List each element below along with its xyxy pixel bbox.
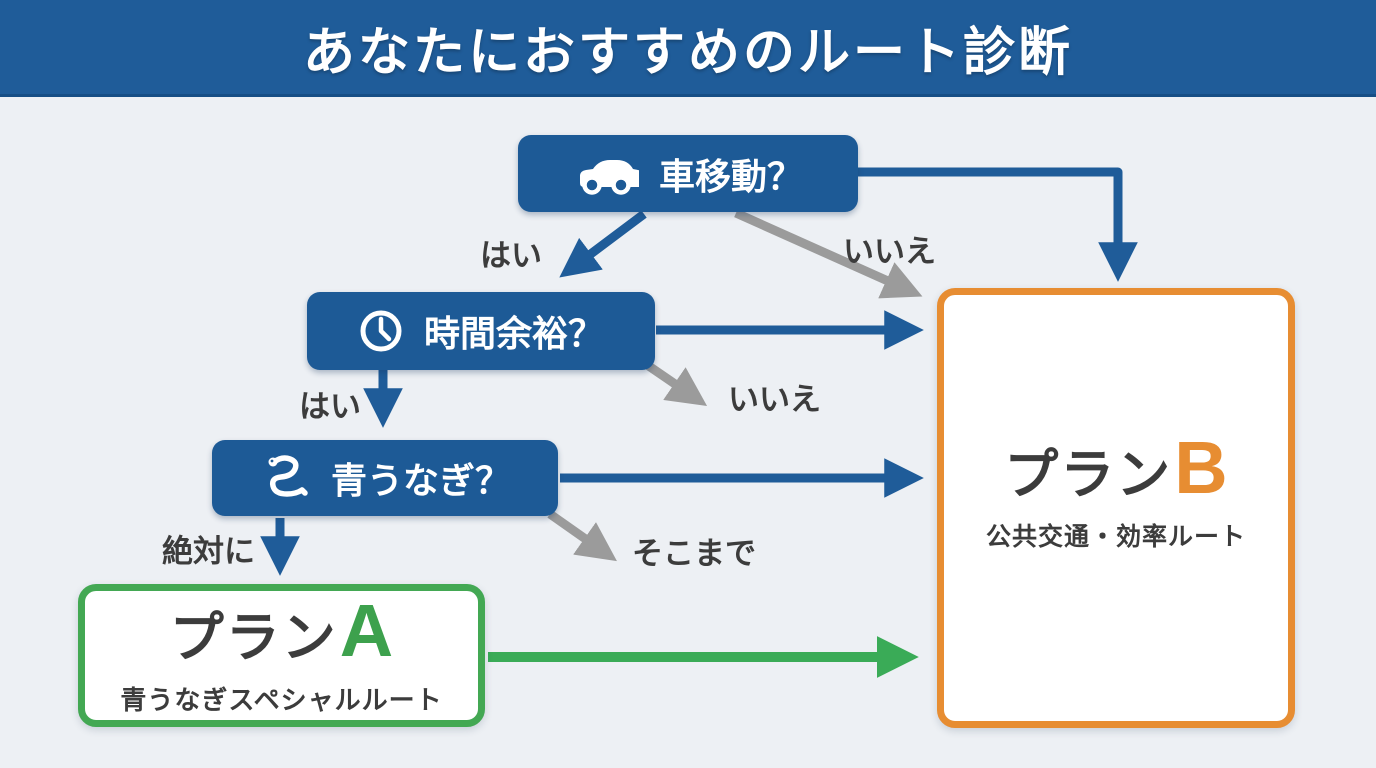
node-eel-label: 青うなぎ？ (330, 460, 511, 501)
node-eel-question: 青うなぎ？ (212, 440, 558, 516)
node-time-question: 時間余裕？ (307, 292, 655, 370)
plan-b-content: プラン B 公共交通・効率ルート (986, 431, 1246, 553)
node-car-question: 車移動？ (518, 135, 858, 212)
label-eel-yes: 絶対に (162, 534, 255, 569)
plan-a-subtitle: 青うなぎスペシャルルート (120, 685, 443, 715)
plan-a-title-prefix: プラン (169, 608, 338, 668)
plan-b-title: プラン B (1004, 431, 1227, 505)
label-eel-no: そこまで (632, 536, 756, 571)
plan-a-title: プラン A (170, 594, 393, 668)
arrow-car-yes (559, 210, 647, 278)
arrow-eel-no (547, 510, 617, 562)
plan-b-title-prefix: プラン (1004, 445, 1173, 505)
label-car-yes: はい (480, 238, 542, 273)
plan-b-subtitle: 公共交通・効率ルート (985, 523, 1246, 551)
page-title: あなたにおすすめのルート診断 (302, 23, 1073, 82)
plan-b-box: プラン B 公共交通・効率ルート (937, 288, 1295, 728)
title-bar: あなたにおすすめのルート診断 (0, 0, 1376, 97)
plan-b-title-letter: B (1174, 426, 1228, 509)
label-car-no: いいえ (843, 234, 936, 269)
eel-icon (259, 452, 311, 504)
node-time-label: 時間余裕？ (423, 313, 604, 354)
clock-icon (358, 308, 404, 354)
node-car-label: 車移動？ (658, 155, 803, 197)
plan-a-title-letter: A (339, 589, 394, 672)
car-icon (573, 153, 639, 195)
plan-a-box: プラン A 青うなぎスペシャルルート (78, 584, 485, 727)
label-time-yes: はい (299, 389, 361, 424)
label-time-no: いいえ (728, 382, 821, 417)
